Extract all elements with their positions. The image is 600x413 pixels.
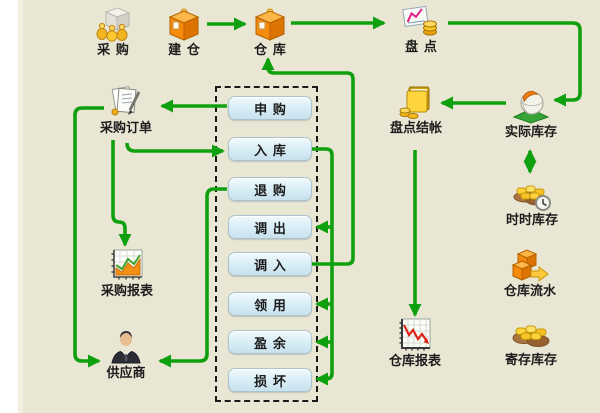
node-label: 采购订单 (99, 121, 152, 136)
node-cangku-liushui[interactable]: 仓库流水 (485, 247, 575, 299)
button-tuigou[interactable]: 退购 (228, 177, 312, 201)
actual-stock-icon (511, 88, 551, 124)
node-label: 建仓 (168, 43, 206, 58)
node-cangku-baobiao[interactable]: 仓库报表 (370, 317, 460, 369)
connector-dingdan-caigoubaobiao (111, 140, 132, 247)
button-shengou[interactable]: 申购 (228, 96, 312, 120)
left-margin (0, 0, 18, 413)
purchase-report-icon (107, 247, 147, 283)
button-diaoru[interactable]: 调入 (228, 252, 312, 276)
warehouse-report-icon (395, 317, 435, 353)
left-margin-shade (18, 0, 23, 413)
stocktake-icon (401, 3, 441, 39)
deposit-stock-icon (511, 316, 551, 352)
purchase-order-icon (106, 84, 146, 120)
node-jiancang[interactable]: 建仓 (139, 6, 229, 58)
node-caigou-baobiao[interactable]: 采购报表 (82, 247, 172, 299)
node-caigou[interactable]: 采购 (68, 6, 158, 58)
node-label: 采购报表 (100, 284, 153, 299)
node-label: 仓库 (254, 43, 292, 58)
node-pandian-jiezhang[interactable]: 盘点结帐 (371, 84, 461, 136)
operations-panel (215, 86, 318, 402)
node-label: 采购 (97, 43, 135, 58)
connector-dingdan-ruku (125, 142, 225, 158)
node-label: 实际库存 (504, 125, 557, 140)
settlement-icon (396, 84, 436, 120)
realtime-stock-icon (512, 176, 552, 212)
node-pandian[interactable]: 盘点 (376, 3, 466, 55)
node-cangku[interactable]: 仓库 (225, 6, 315, 58)
node-caigou-dingdan[interactable]: 采购订单 (81, 84, 171, 136)
node-label: 仓库报表 (388, 354, 441, 369)
node-gongyingshang[interactable]: 供应商 (81, 329, 171, 381)
node-label: 盘点结帐 (389, 121, 442, 136)
supplier-icon (106, 329, 146, 365)
node-jicun-kucun[interactable]: 寄存库存 (486, 316, 576, 368)
purchase-icon (93, 6, 133, 42)
create-warehouse-icon (164, 6, 204, 42)
node-label: 盘点 (405, 40, 443, 55)
node-label: 仓库流水 (503, 284, 556, 299)
button-lingyong[interactable]: 领用 (228, 292, 312, 316)
button-sunhuai[interactable]: 损坏 (228, 368, 312, 392)
warehouse-flow-icon (510, 247, 550, 283)
connector-dingdan-gongyingshang (73, 106, 104, 368)
node-shiji-kucun[interactable]: 实际库存 (486, 88, 576, 140)
warehouse-icon (250, 6, 290, 42)
node-label: 供应商 (106, 366, 146, 381)
button-ruku[interactable]: 入库 (228, 137, 312, 161)
node-label: 时时库存 (505, 213, 558, 228)
node-shishi-kucun[interactable]: 时时库存 (487, 176, 577, 228)
node-label: 寄存库存 (504, 353, 557, 368)
button-diaochu[interactable]: 调出 (228, 215, 312, 239)
button-yingyu[interactable]: 盈余 (228, 330, 312, 354)
